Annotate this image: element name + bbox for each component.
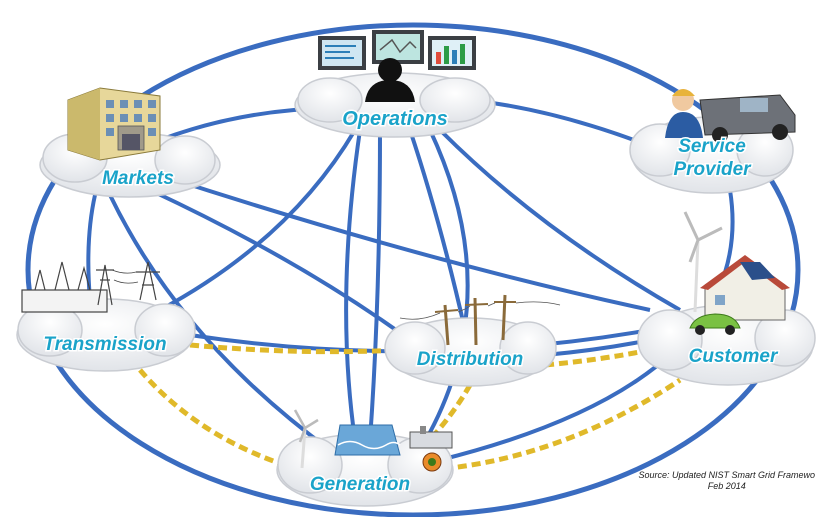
- power-plant-turbine-dam-icon: [293, 409, 453, 472]
- cloud-operations: [294, 72, 496, 138]
- link-operations-transmission: [159, 128, 357, 312]
- link-markets-customer: [159, 173, 651, 312]
- link-operations-generation-1: [344, 129, 362, 441]
- link-markets-distribution: [149, 188, 412, 342]
- label-distribution: Distribution: [417, 349, 524, 370]
- link-operations-generation-2: [368, 129, 382, 441]
- label-transmission: Transmission: [43, 334, 166, 355]
- link-operations-generation-3: [418, 129, 470, 452]
- source-line-2: Feb 2014: [707, 481, 746, 491]
- source-note: Source: Updated NIST Smart Grid Framewo …: [638, 470, 815, 492]
- transmission-towers-icon: [21, 261, 160, 313]
- elink-generation-customer: [429, 377, 682, 473]
- link-markets-generation: [108, 194, 332, 452]
- link-markets-transmission: [86, 194, 97, 301]
- label-customer: Customer: [689, 346, 779, 367]
- house-wind-turbine-ev-icon: [683, 211, 790, 335]
- cloud-customer: [637, 304, 816, 386]
- label-service-provider-line2: Provider: [673, 159, 752, 180]
- cloud-distribution: [384, 317, 557, 387]
- outer-ring-link: [25, 22, 801, 517]
- elink-transmission-distribution: [189, 342, 401, 355]
- control-room-monitors-icon: [318, 30, 476, 102]
- link-operations-distribution: [408, 129, 467, 331]
- label-service-provider-line1: Service: [678, 136, 746, 157]
- label-markets: Markets: [102, 168, 174, 189]
- cloud-transmission: [16, 298, 196, 372]
- technician-and-truck-icon: [665, 89, 796, 143]
- utility-poles-icon: [399, 294, 561, 346]
- elink-transmission-generation: [138, 368, 301, 473]
- office-building-icon: [67, 87, 161, 161]
- label-operations: Operations: [342, 108, 448, 130]
- source-line-1: Source: Updated NIST Smart Grid Framewo: [638, 470, 815, 480]
- cloud-generation: [276, 433, 454, 507]
- link-operations-customer: [438, 128, 681, 312]
- label-generation: Generation: [310, 474, 410, 495]
